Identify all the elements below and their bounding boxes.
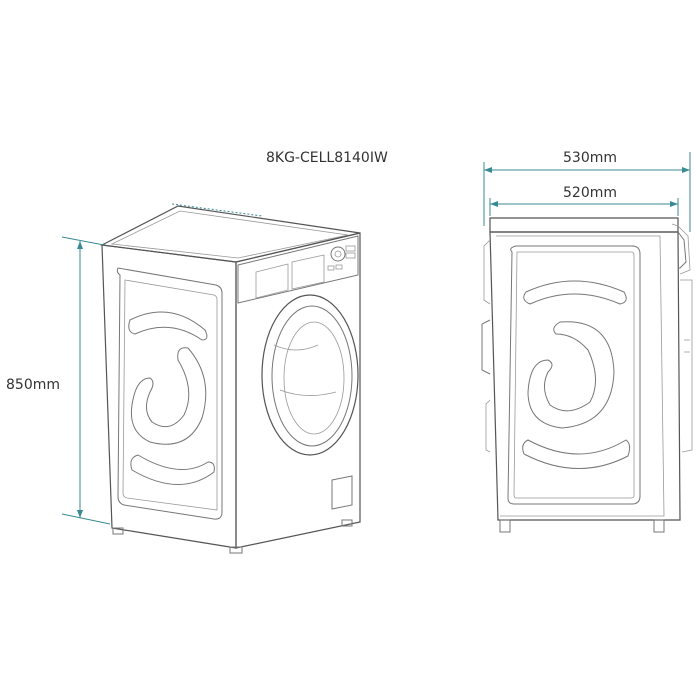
side-view-foot-back [653, 519, 665, 533]
washer-side-view [481, 217, 693, 533]
side-swirl-top [128, 311, 208, 341]
side-swirl-middle [130, 347, 207, 445]
door-outer-ring [261, 294, 359, 456]
height-label: 850mm [6, 377, 60, 393]
depth-overall-dimension [483, 152, 691, 232]
side-panel-frame [116, 267, 223, 520]
control-panel [237, 235, 359, 304]
height-dimension [61, 236, 111, 525]
depth-body-dimension [489, 198, 679, 216]
side-view-swirl-middle [527, 321, 615, 429]
door-glass [283, 321, 345, 435]
foot-front [229, 546, 243, 554]
detergent-drawer [291, 254, 325, 290]
model-label: 8KG-CELL8140IW [266, 150, 388, 166]
foot-right [341, 519, 353, 527]
side-view-foot-front [499, 519, 511, 533]
side-view-swirl-top [523, 280, 627, 305]
washer-side-panel [101, 244, 237, 549]
depth-overall-label: 530mm [563, 150, 617, 166]
side-view-swirl-bottom [522, 439, 631, 469]
side-view-top [489, 217, 679, 233]
side-swirl-bottom [130, 454, 215, 485]
washer-top-panel [100, 205, 361, 263]
foot-left [112, 527, 124, 535]
washer-front-panel [235, 232, 361, 549]
depth-body-label: 520mm [563, 185, 617, 201]
control-display [255, 263, 289, 299]
side-view-body [489, 231, 681, 521]
side-view-frame [507, 245, 641, 505]
washer-perspective-view [100, 205, 361, 554]
filter-cover [331, 475, 353, 510]
program-knob [330, 246, 346, 262]
